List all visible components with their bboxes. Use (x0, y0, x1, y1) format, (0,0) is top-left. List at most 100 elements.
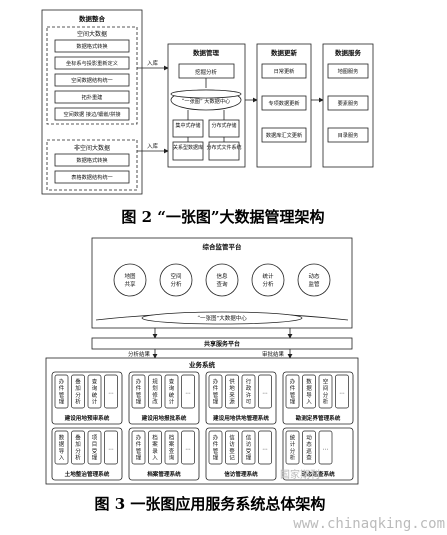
shared-left-label: 分析结果 (128, 350, 151, 358)
subsystem-module-char: 目 (92, 441, 98, 448)
relational-db-box (172, 141, 204, 161)
service-item-box (327, 95, 369, 111)
nonspatial-title: 非空间大数据 (74, 144, 110, 152)
subsystem-module-char: … (323, 446, 329, 452)
subsystem-module (131, 374, 146, 409)
subsystem-module-char: 案 (169, 440, 175, 448)
subsystem-module-char: 理 (136, 454, 142, 461)
subsystem-module-char: 件 (59, 384, 65, 392)
subsystem-module-char: 加 (75, 440, 81, 448)
service-item-label: 地图服务 (338, 67, 359, 75)
mining-label: 挖掘分析 (195, 68, 218, 76)
subsystem-module-char: 计 (92, 397, 98, 405)
platform-circle (251, 263, 285, 297)
subsystem-module-char: 理 (92, 454, 98, 461)
service-title: 数据服务 (335, 48, 362, 57)
figure-2: 数据整合 空间大数据 数据格式转换坐标系与投影重新定义空间数据结构统一拓扑重建空… (41, 9, 374, 226)
update-item-box (261, 95, 307, 111)
service-item-label: 目录服务 (338, 131, 359, 139)
update-item-label: 专项数据更新 (268, 99, 299, 107)
subsystem-module-char: 据 (306, 384, 312, 392)
subsystem-module-char: 登 (229, 447, 235, 455)
platform-circle-label: 监管 (308, 280, 320, 288)
subsystem-module-char: 记 (229, 454, 235, 461)
shared-panel (91, 337, 353, 350)
subsystem-module (181, 374, 195, 409)
subsystem-module-char: … (108, 446, 114, 452)
subsystem-module-char: 划 (152, 384, 158, 392)
subsystem-module-char: 管 (59, 391, 65, 399)
service-item-label: 要素服务 (338, 99, 359, 107)
watermark-text: www.chinaqking.com (293, 516, 445, 532)
subsystem-module-char: 巡 (306, 447, 312, 455)
subsystem-module-char: 导 (59, 448, 65, 455)
business-systems: 办件管理叠加分析查询统计…建设用地预审系统办件管理规划修改查询统计…建设用地报批… (51, 371, 354, 481)
spatial-item-label: 空间数据结构统一 (71, 76, 113, 84)
subsystem-module (285, 374, 300, 409)
figure-3-caption: 图 3 一张图应用服务系统总体架构 (95, 495, 326, 513)
subsystem-module-char: 动 (306, 435, 312, 442)
service-item-box (327, 63, 369, 79)
subsystem-module-char: 分 (323, 391, 329, 399)
subsystem-module (318, 430, 333, 465)
inbound-label-2: 入库 (147, 142, 159, 150)
subsystem-module-char: 访 (246, 440, 252, 448)
subsystem-module (87, 430, 102, 465)
subsystem-name: 建设用地预审系统 (64, 414, 110, 422)
subsystem-module-char: 分 (290, 447, 296, 455)
subsystem-module (131, 430, 146, 465)
nonspatial-group (46, 139, 138, 191)
subsystem-module-char: 信 (246, 434, 252, 442)
subsystem-module-char: 析 (290, 453, 296, 461)
subsystem-name: 勘测定界管理系统 (296, 414, 341, 422)
subsystem-module (148, 374, 162, 409)
subsystem-module-char: 数 (306, 378, 312, 386)
subsystem-module-char: 入 (152, 455, 158, 461)
subsystem-module-char: … (262, 446, 268, 452)
platform-circle (205, 263, 239, 297)
subsystem-module-char: 询 (92, 384, 98, 392)
distributed-label: 分布式存储 (211, 122, 236, 129)
subsystem-module (104, 430, 118, 465)
subsystem-module-char: 分 (75, 447, 81, 455)
subsystem-module-char: 入 (59, 455, 65, 461)
subsystem-module (241, 374, 256, 409)
subsystem-module (54, 374, 69, 409)
spatial-item-label: 空间数据 接边/镶嵌/拼接 (63, 110, 120, 118)
subsystem-module (225, 430, 239, 465)
subsystem-module-char: 询 (169, 384, 175, 392)
subsystem-module (302, 374, 316, 409)
subsystem-module-char: 统 (169, 391, 175, 399)
subsystem-module-char: 许 (246, 391, 252, 399)
watermark-logo: 国家期刊 (280, 468, 320, 481)
subsystem-module-char: 录 (152, 447, 158, 455)
business-title: 业务系统 (189, 360, 216, 369)
subsystem-module-char: 件 (213, 440, 219, 448)
data-center-label: “一张图” 大数据中心 (182, 97, 230, 105)
platform-circle-label: 信息 (216, 272, 228, 280)
subsystem-module (285, 430, 300, 465)
subsystem-name: 建设用地供地管理系统 (212, 414, 269, 422)
subsystem-module-char: 叠 (75, 435, 81, 442)
subsystem-module (335, 374, 349, 409)
platform-circle (159, 263, 193, 297)
spatial-item-box (54, 107, 130, 121)
update-item-label: 日常更新 (274, 67, 295, 75)
subsystem-module (71, 430, 85, 465)
subsystem-module (318, 374, 333, 409)
subsystem-module-char: 数 (59, 434, 65, 442)
nonspatial-item-label: 表格数据结构统一 (71, 173, 113, 181)
platform-circle-label: 统计 (262, 272, 274, 280)
platform-circle-label: 分析 (170, 280, 182, 288)
subsystem-module-char: 规 (152, 378, 158, 386)
spatial-item-label: 拓扑重建 (82, 93, 103, 101)
platform-center-ellipse (141, 311, 303, 325)
spatial-item-box (54, 90, 130, 104)
integration-title: 数据整合 (79, 14, 106, 23)
update-item-label: 数据库汇文更新 (266, 131, 302, 139)
spatial-item-box (54, 56, 130, 70)
subsystem-module-char: 办 (59, 378, 65, 386)
